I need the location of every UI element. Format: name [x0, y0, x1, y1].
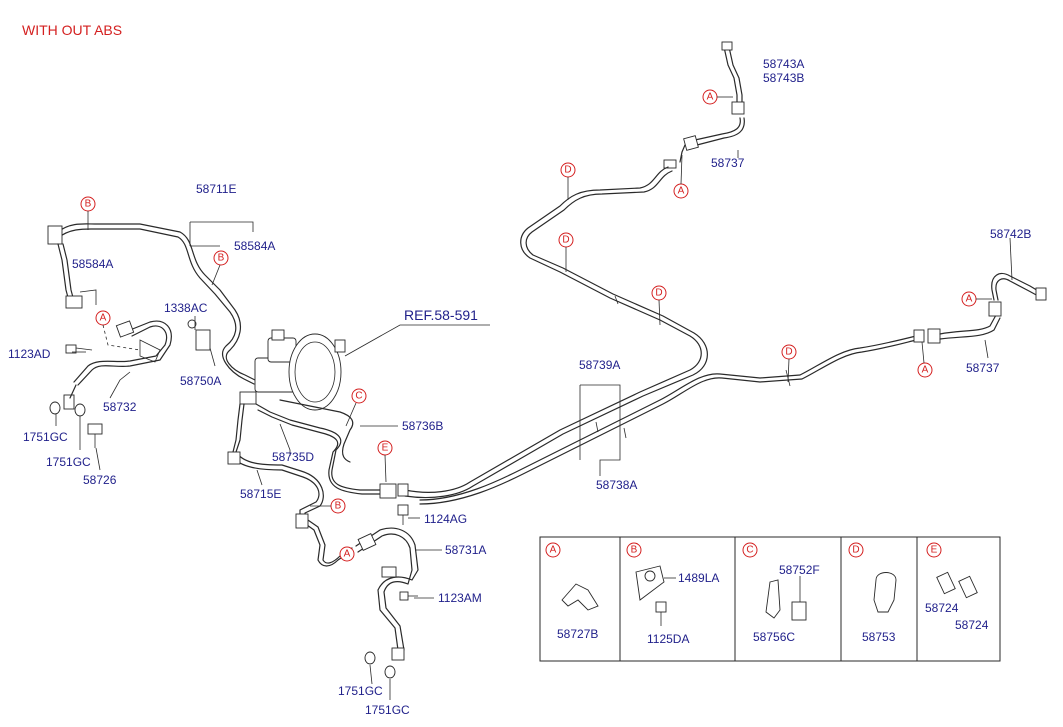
label-reference: REF.58-591 — [404, 307, 478, 323]
clamp-icon — [635, 565, 665, 601]
legend-box: A 58727B B 1489LA 1125DA C 58752F 58756C — [539, 536, 1001, 662]
svg-text:A: A — [966, 294, 973, 305]
bolt-icon — [655, 601, 667, 613]
svg-text:A: A — [707, 92, 714, 103]
callout-markers: A A D D D D A A B B A C E B A — [80, 89, 992, 562]
callout-d-2: D — [558, 232, 574, 248]
legend-panel-b: B 1489LA 1125DA — [626, 542, 719, 646]
callout-a-top: A — [702, 89, 718, 105]
label-1123AM: 1123AM — [438, 591, 482, 605]
svg-text:D: D — [655, 288, 662, 299]
svg-text:B: B — [218, 253, 225, 264]
svg-text:D: D — [785, 347, 792, 358]
svg-text:C: C — [355, 391, 362, 402]
label-58736B: 58736B — [402, 419, 443, 433]
callout-c: C — [351, 388, 367, 404]
svg-text:A: A — [100, 313, 107, 324]
callout-b-lower: B — [330, 498, 346, 514]
legend-c-part-2: 58756C — [753, 630, 795, 644]
label-1751GC-a: 1751GC — [23, 430, 68, 444]
callout-e: E — [377, 440, 393, 456]
legend-d-part: 58753 — [862, 630, 896, 644]
svg-text:D: D — [564, 165, 571, 176]
legend-c-letter: C — [746, 545, 753, 556]
svg-text:E: E — [382, 443, 389, 454]
label-58732: 58732 — [103, 400, 137, 414]
label-1338AC: 1338AC — [164, 301, 208, 315]
legend-a-part: 58727B — [557, 627, 598, 641]
part-labels: 58743A 58743B 58737 58711E 58584A 58584A… — [8, 57, 1031, 717]
legend-c-part-1: 58752F — [779, 563, 820, 577]
label-58737-top: 58737 — [711, 156, 745, 170]
label-58738A: 58738A — [596, 478, 637, 492]
svg-text:D: D — [562, 235, 569, 246]
legend-e-part-2: 58724 — [955, 618, 989, 632]
label-1123AD: 1123AD — [8, 347, 51, 361]
clip-d-icon — [873, 572, 897, 613]
diagram-header: WITH OUT ABS — [22, 22, 122, 38]
label-1751GC-d: 1751GC — [365, 703, 410, 717]
svg-text:A: A — [344, 549, 351, 560]
label-58715E: 58715E — [240, 487, 281, 501]
label-58739A: 58739A — [579, 358, 620, 372]
callout-a-lower: A — [339, 546, 355, 562]
callout-a-right-lower: A — [917, 362, 933, 378]
label-58584A-left: 58584A — [72, 257, 113, 271]
callout-a-right-upper: A — [961, 291, 977, 307]
brake-booster — [288, 333, 342, 411]
label-58750A: 58750A — [180, 374, 221, 388]
label-58743B: 58743B — [763, 71, 804, 85]
label-1751GC-c: 1751GC — [338, 684, 383, 698]
legend-b-part-1: 1489LA — [678, 571, 719, 585]
legend-e-part-1: 58724 — [925, 601, 959, 615]
label-1124AG: 1124AG — [424, 512, 467, 526]
legend-e-letter: E — [931, 545, 938, 556]
label-58742B: 58742B — [990, 227, 1031, 241]
callout-d-4: D — [781, 344, 797, 360]
label-58726: 58726 — [83, 473, 117, 487]
callout-b-mid: B — [213, 250, 229, 266]
callout-a-upper: A — [673, 183, 689, 199]
legend-d-letter: D — [852, 545, 859, 556]
label-58737-right: 58737 — [966, 361, 1000, 375]
label-1751GC-b: 1751GC — [46, 455, 91, 469]
legend-panel-d: D 58753 — [848, 542, 897, 644]
grommet-icon-2 — [958, 575, 978, 599]
label-58711E: 58711E — [196, 182, 236, 196]
label-58743A: 58743A — [763, 57, 804, 71]
svg-text:A: A — [678, 186, 685, 197]
svg-text:A: A — [922, 365, 929, 376]
legend-panel-e: E 58724 58724 — [925, 542, 989, 632]
legend-b-letter: B — [631, 545, 638, 556]
label-58735D: 58735D — [272, 450, 314, 464]
svg-text:B: B — [85, 199, 92, 210]
label-58731A: 58731A — [445, 543, 486, 557]
grommet-icon-1 — [936, 571, 956, 595]
leader-lines — [55, 150, 1013, 700]
legend-panel-a: A 58727B — [545, 542, 599, 641]
legend-panel-c: C 58752F 58756C — [742, 542, 820, 644]
clip-icon — [561, 583, 599, 611]
pipe-artwork — [47, 41, 1047, 679]
callout-d-3: D — [651, 285, 667, 301]
callout-d-1: D — [560, 162, 576, 178]
callout-b-top-left: B — [80, 196, 96, 212]
legend-b-part-2: 1125DA — [647, 632, 689, 646]
callout-a-left: A — [95, 310, 111, 326]
bracket-icon — [765, 579, 781, 619]
label-58584A-right: 58584A — [234, 239, 275, 253]
legend-a-letter: A — [550, 545, 557, 556]
svg-text:B: B — [335, 501, 342, 512]
